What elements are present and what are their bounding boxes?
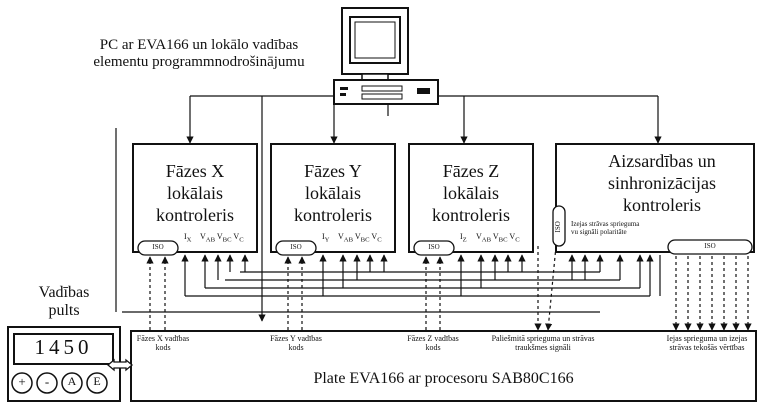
vc-y: V: [371, 232, 378, 241]
controller-x-title: Fāzes X lokālais kontroleris: [135, 160, 255, 226]
vc-sub-x: C: [239, 236, 244, 244]
plate-label-x: Fāzes X vadības kods: [130, 334, 196, 352]
vab-y: V: [338, 232, 344, 241]
controller-y-line2: lokālais: [305, 183, 361, 203]
protection-line1: Aizsardības un: [608, 151, 716, 171]
vc-z: V: [509, 232, 516, 241]
voltage-labels-x: VAB VBC VC: [200, 232, 244, 244]
vc-sub-y: C: [377, 236, 382, 244]
protection-controller-title: Aizsardības un sinhronizācijas kontroler…: [570, 150, 754, 216]
plate-label-values-line2: strāvas tekošās vērtības: [669, 343, 745, 352]
vbc-sub-x: BC: [222, 236, 232, 244]
plate-label-y-line2: kods: [288, 343, 304, 352]
current-z-label: IZ: [460, 232, 467, 244]
current-z-symbol: I: [460, 232, 463, 241]
plate-label-values: Iejas sprieguma un izejas strāvas tekošā…: [658, 334, 756, 352]
vbc-sub-z: BC: [498, 236, 508, 244]
current-y-label: IY: [322, 232, 329, 244]
controller-y-box: [270, 143, 396, 253]
plate-label-x-line2: kods: [155, 343, 171, 352]
pc-caption-line1: PC ar EVA166 un lokālo vadības: [99, 37, 299, 53]
panel-button-minus[interactable]: -: [44, 374, 50, 389]
vc-sub-z: C: [515, 236, 520, 244]
controller-z-line3: kontroleris: [432, 205, 510, 225]
protection-controller-box: [555, 143, 755, 253]
current-y-symbol: I: [322, 232, 325, 241]
vbc-y: V: [354, 232, 361, 241]
voltage-labels-y: VAB VBC VC: [338, 232, 382, 244]
vab-sub-y: AB: [343, 236, 354, 244]
vab-sub-z: AB: [481, 236, 492, 244]
controller-x-line2: lokālais: [167, 183, 223, 203]
controller-y-line1: Fāzes Y: [304, 161, 362, 181]
controller-z-title: Fāzes Z lokālais kontroleris: [411, 160, 531, 226]
controller-x-line1: Fāzes X: [165, 161, 225, 181]
pc-caption: PC ar EVA166 un lokālo vadības elementu …: [64, 37, 334, 70]
plate-label-alarm: Paliešmitā sprieguma un strāvas traukšme…: [478, 334, 608, 352]
iso-label-protection: ISO: [704, 242, 716, 250]
controller-x-box: [132, 143, 258, 253]
plate-label-values-line1: Iejas sprieguma un izejas: [666, 334, 748, 343]
panel-display: 1450: [34, 335, 93, 359]
panel-button-a[interactable]: A: [67, 374, 77, 388]
vab-z: V: [476, 232, 482, 241]
pc-computer-icon: [333, 7, 439, 105]
controller-y-line3: kontroleris: [294, 205, 372, 225]
plate-title: Plate EVA166 ar procesoru SAB80C166: [313, 370, 574, 387]
controller-x-line3: kontroleris: [156, 205, 234, 225]
vc-x: V: [233, 232, 240, 241]
current-x-sub: X: [186, 236, 192, 244]
plate-label-alarm-line1: Paliešmitā sprieguma un strāvas: [491, 334, 595, 343]
controller-z-box: [408, 143, 534, 253]
plate-label-z-line2: kods: [425, 343, 441, 352]
voltage-labels-z: VAB VBC VC: [476, 232, 520, 244]
panel-plate-link-icon: [106, 358, 134, 372]
controller-y-title: Fāzes Y lokālais kontroleris: [273, 160, 393, 226]
vab-sub-x: AB: [205, 236, 216, 244]
plate-box: [130, 330, 757, 402]
protection-line3: kontroleris: [623, 195, 701, 215]
plate-label-alarm-line2: traukšmes signāli: [515, 343, 571, 352]
controller-z-line2: lokālais: [443, 183, 499, 203]
current-x-symbol: I: [184, 232, 187, 241]
plate-label-x-line1: Fāzes X vadības: [136, 334, 190, 343]
protection-signals-line2: vu signāli polaritāte: [571, 228, 627, 236]
current-y-sub: Y: [324, 236, 330, 244]
plate-label-z: Fāzes Z vadības kods: [400, 334, 466, 352]
panel-title-line2: pults: [48, 301, 80, 319]
current-z-sub: Z: [462, 236, 467, 244]
protection-signals-label: Izejas strāvas sprieguma vu signāli pola…: [571, 220, 661, 236]
vbc-x: V: [216, 232, 223, 241]
panel-title: Vadības pults: [8, 284, 120, 319]
panel-button-e[interactable]: E: [93, 374, 101, 388]
vab-x: V: [200, 232, 206, 241]
plate-label-y: Fāzes Y vadības kods: [263, 334, 329, 352]
panel-button-plus[interactable]: +: [18, 374, 26, 389]
vbc-z: V: [492, 232, 499, 241]
control-panel-icon: [7, 326, 121, 402]
protection-signals-line1: Izejas strāvas sprieguma: [571, 220, 640, 228]
panel-title-line1: Vadības: [38, 284, 90, 301]
pc-caption-line2: elementu programmnodrošinājumu: [93, 53, 305, 70]
controller-z-line1: Fāzes Z: [442, 161, 500, 181]
iso-label-z: ISO: [428, 243, 440, 251]
vbc-sub-y: BC: [360, 236, 370, 244]
current-x-label: IX: [184, 232, 191, 244]
protection-line2: sinhronizācijas: [608, 173, 716, 193]
iso-label-y: ISO: [290, 243, 302, 251]
plate-label-y-line1: Fāzes Y vadības: [270, 334, 322, 343]
iso-label-vertical: ISO: [554, 221, 563, 233]
iso-label-x: ISO: [152, 243, 164, 251]
plate-label-z-line1: Fāzes Z vadības: [407, 334, 459, 343]
